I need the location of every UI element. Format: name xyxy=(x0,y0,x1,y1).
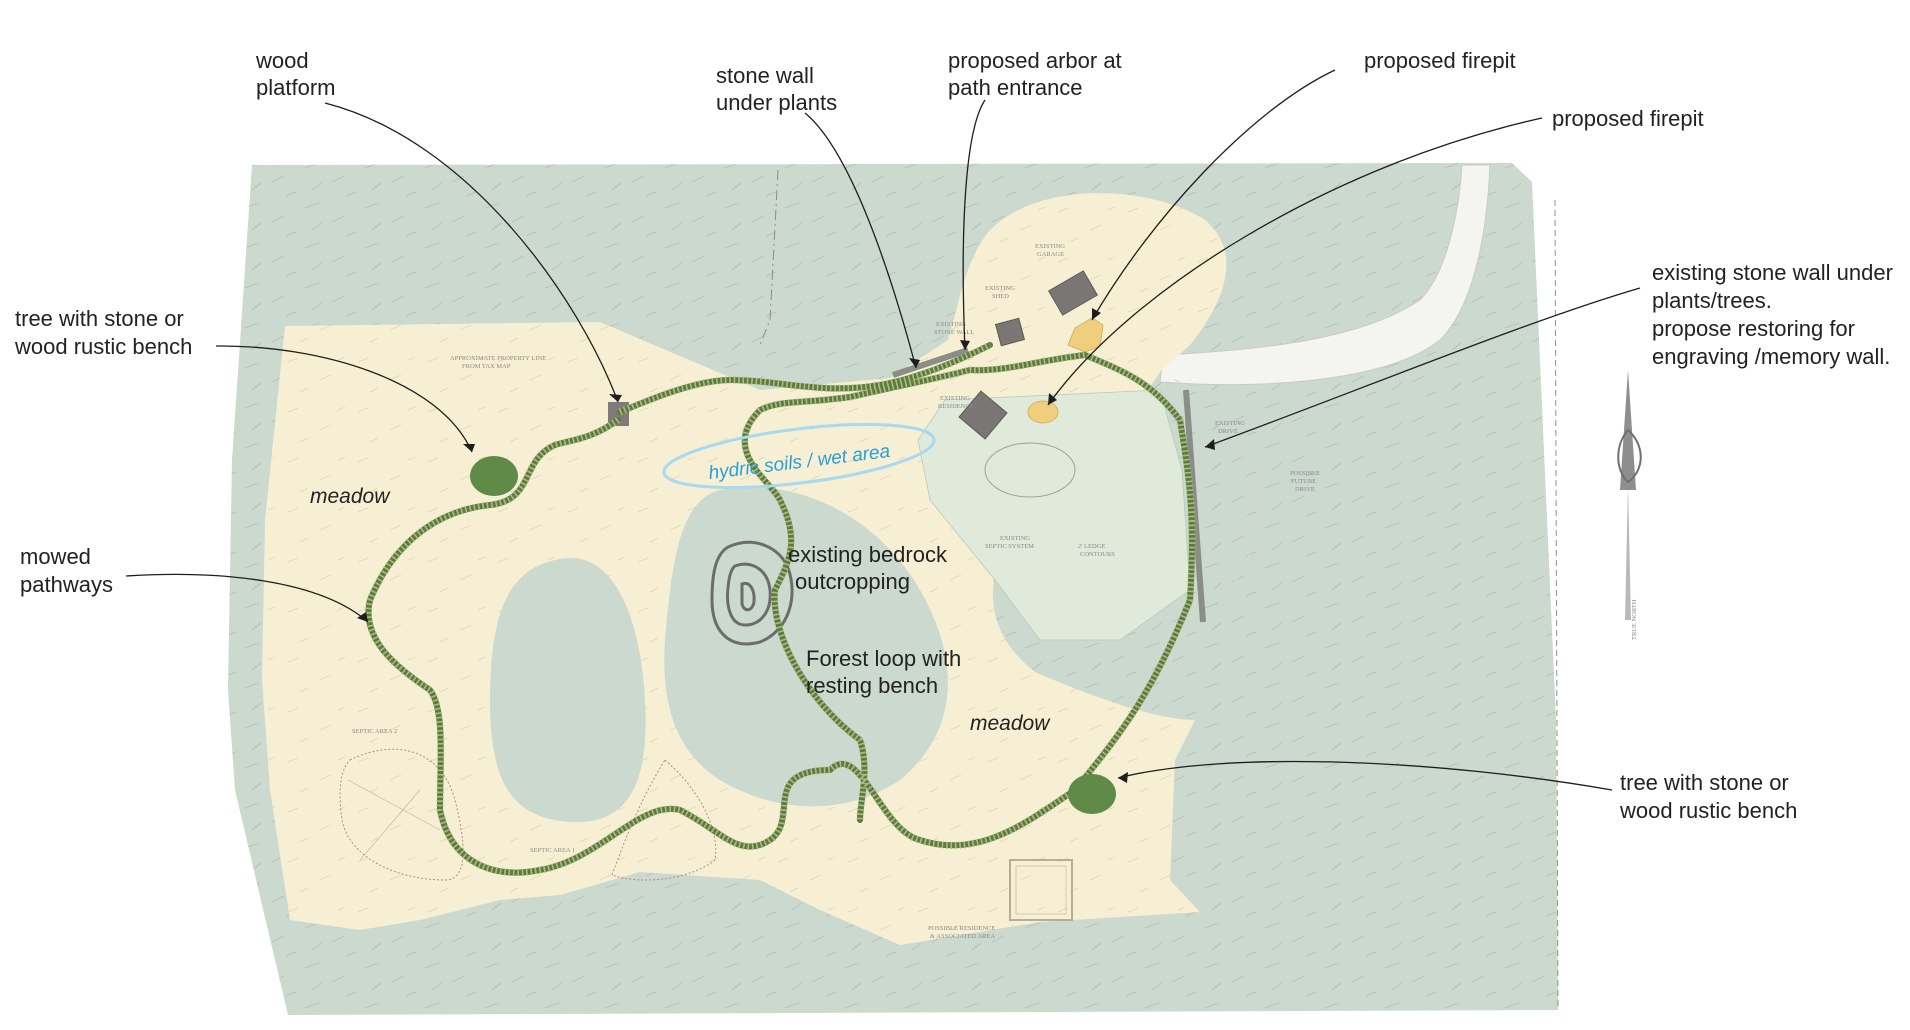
existing-garage xyxy=(1047,270,1099,316)
callout-firepit-2: proposed firepit xyxy=(1552,106,1704,131)
tree-symbol-west xyxy=(470,456,518,496)
existing-residence xyxy=(958,390,1008,440)
north-arrow-icon: TRUE NORTH xyxy=(1617,370,1642,640)
tree-symbol-south xyxy=(1068,774,1116,814)
note-septic-area-2: SEPTIC AREA 2 xyxy=(352,728,397,735)
north-arrow-label: TRUE NORTH xyxy=(1631,599,1638,640)
existing-shed xyxy=(994,317,1026,347)
wet-area-outline xyxy=(662,422,936,490)
meadow-label-south: meadow xyxy=(970,712,1051,735)
stone-wall-under-plants xyxy=(892,347,969,378)
lawn-area xyxy=(917,389,1191,641)
firepit-lower xyxy=(1027,400,1059,424)
existing-stone-wall xyxy=(1183,389,1206,623)
note-possible-residence: POSSIBLE RESIDENCE& ASSOCIATED AREA xyxy=(928,925,995,940)
callout-firepit-1: proposed firepit xyxy=(1364,48,1516,73)
property-line xyxy=(759,169,779,346)
septic-area-1 xyxy=(611,759,717,881)
note-septic-area-1: SEPTIC AREA 1 xyxy=(530,847,575,854)
meadow-label-west: meadow xyxy=(310,485,391,508)
possible-residence-footprint xyxy=(1009,859,1073,921)
mowed-pathways xyxy=(365,341,1196,876)
leader-lines xyxy=(125,69,1641,791)
bedrock-outcropping xyxy=(710,541,794,646)
west-forest-island xyxy=(490,557,646,823)
septic-area-2 xyxy=(339,748,464,881)
septic-system xyxy=(984,442,1076,498)
